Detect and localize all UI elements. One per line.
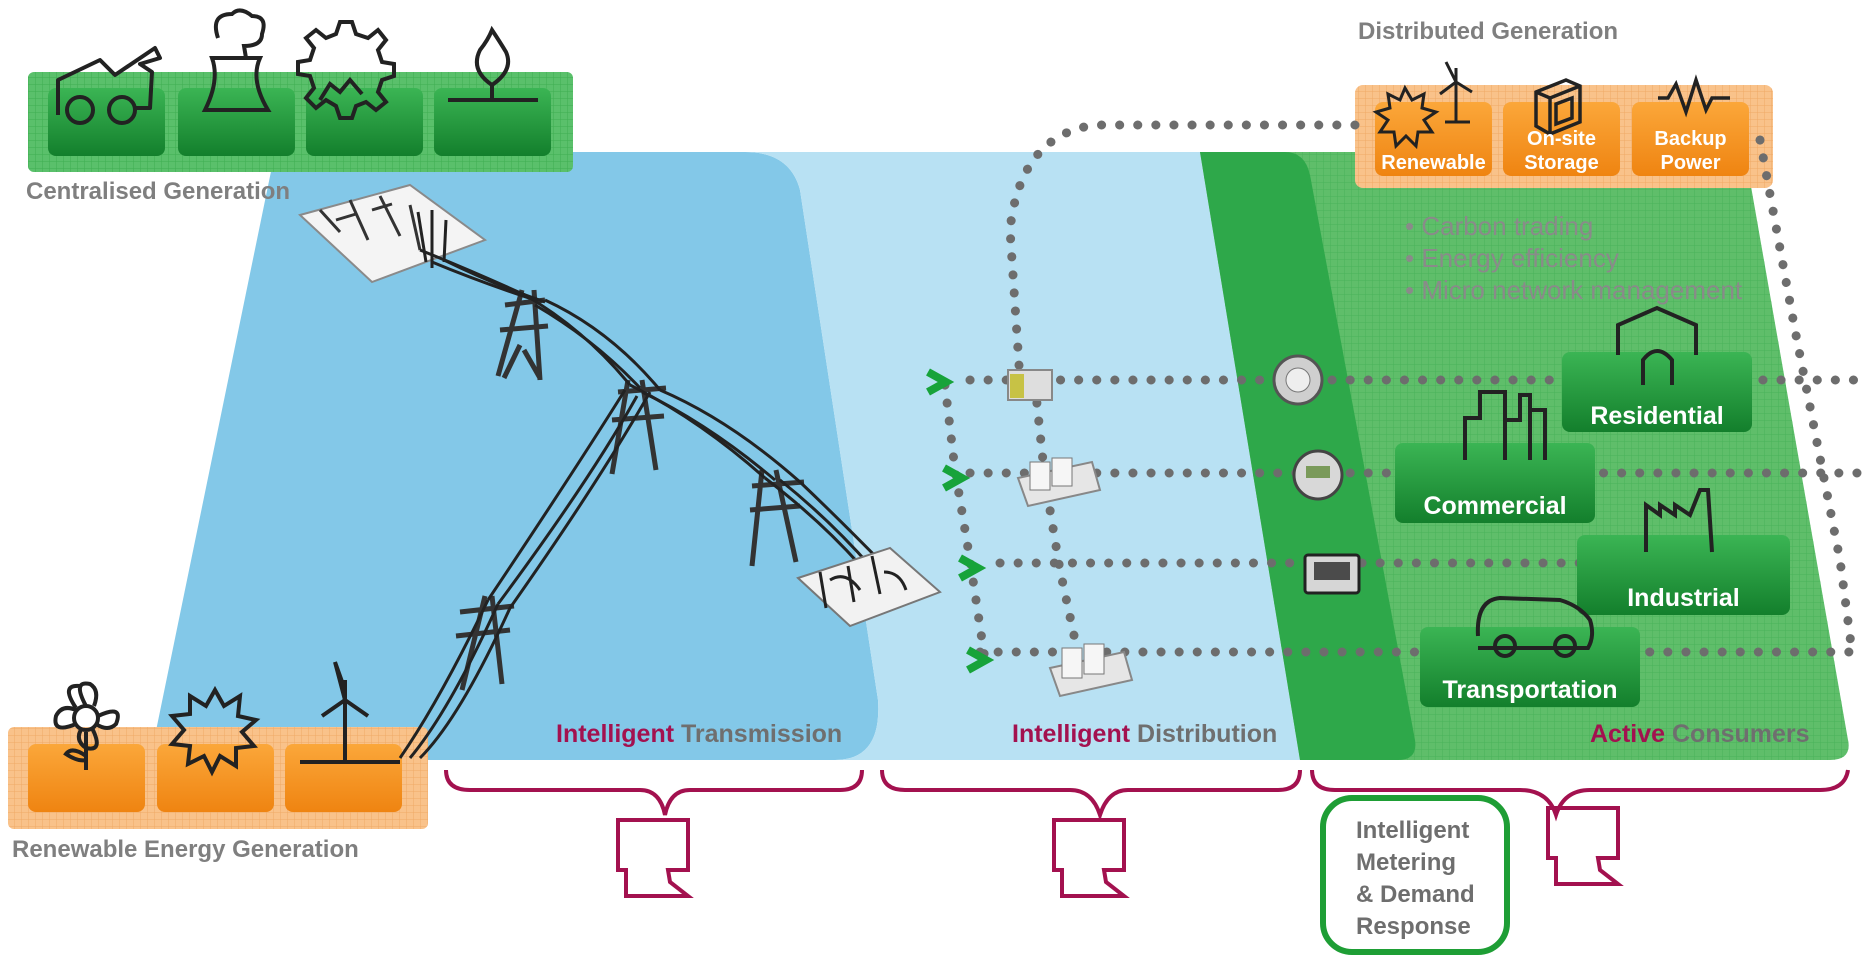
zone-consumers-accent: Active: [1590, 720, 1666, 748]
bullet-energy-efficiency: • Energy efficiency: [1405, 243, 1619, 273]
distributed-storage-line1: On-site: [1527, 128, 1596, 150]
nuclear-plant-icon: [201, 8, 272, 112]
biomass-button[interactable]: [28, 744, 145, 812]
distributed-renewable-label: Renewable: [1381, 152, 1486, 174]
zone-distribution-rest: Distribution: [1130, 720, 1278, 748]
gas-plant-button[interactable]: [434, 88, 551, 156]
computer-icon: [616, 818, 694, 898]
benefit-bullets: • Carbon trading • Energy efficiency • M…: [1405, 210, 1742, 306]
transmission-zone: [150, 152, 879, 760]
zone-consumers-label: Active Consumers: [1590, 720, 1810, 749]
industrial-label: Industrial: [1627, 584, 1740, 612]
sun-wind-icon: [1372, 61, 1473, 150]
callout-line-1: Intelligent: [1356, 817, 1470, 844]
callout-line-4: Response: [1356, 913, 1471, 940]
zone-transmission-rest: Transmission: [674, 720, 843, 748]
backup-dist-button[interactable]: [1632, 102, 1749, 176]
distributed-backup-line1: Backup: [1654, 128, 1727, 150]
distributed-backup-line2: Power: [1660, 152, 1721, 174]
residential-label: Residential: [1590, 402, 1724, 430]
smart-meter-2-icon: [1292, 449, 1344, 501]
pylon-3: [749, 469, 805, 567]
chevron-right-icon: [966, 646, 995, 674]
chevron-icons: [926, 368, 995, 674]
chevron-right-icon: [926, 368, 955, 396]
residential-button[interactable]: [1562, 352, 1752, 432]
computer-icon: [1546, 806, 1624, 886]
zone-distribution-label: Intelligent Distribution: [1012, 720, 1277, 749]
meter-box-icon: [1303, 553, 1361, 595]
pylon-1: [495, 289, 549, 381]
storage-box-icon: [1534, 78, 1582, 136]
sun-icon: [168, 685, 261, 777]
transmission-lines: [398, 248, 886, 760]
zone-consumers-rest: Consumers: [1665, 720, 1810, 748]
ring-main-unit-1-icon: [1016, 457, 1102, 508]
commercial-button[interactable]: [1395, 443, 1595, 523]
zone-distribution-accent: Intelligent: [1012, 720, 1131, 748]
substation-top-icon: [298, 183, 488, 284]
chevron-right-icon: [942, 464, 971, 492]
solar-button[interactable]: [157, 744, 274, 812]
metering-callout: Intelligent Metering & Demand Response: [1320, 795, 1510, 955]
backup-pulse-icon: [1658, 74, 1730, 118]
gas-flame-icon: [448, 25, 538, 102]
commercial-label: Commercial: [1423, 492, 1567, 520]
flower-biomass-icon: [53, 681, 120, 770]
transportation-label: Transportation: [1442, 676, 1618, 704]
callout-line-3: & Demand: [1356, 881, 1475, 908]
car-icon: [1475, 595, 1595, 658]
wind-turbine-icon: [300, 661, 400, 764]
renewable-energy-generation-label: Renewable Energy Generation: [12, 836, 359, 863]
coal-plant-button[interactable]: [48, 88, 165, 156]
industrial-button[interactable]: [1577, 535, 1790, 615]
pylon-4: [455, 595, 515, 691]
zone-transmission-accent: Intelligent: [556, 720, 675, 748]
distributed-storage-line2: Storage: [1524, 152, 1599, 174]
ring-main-unit-2-icon: [1048, 643, 1134, 698]
switchgear-small-icon: [1007, 369, 1053, 401]
callout-line-2: Metering: [1356, 849, 1457, 876]
factory-icon: [1644, 488, 1714, 553]
substation-main-icon: [796, 546, 942, 628]
smart-meter-1-icon: [1272, 354, 1324, 406]
storage-dist-button[interactable]: [1503, 102, 1620, 176]
office-buildings-icon: [1463, 390, 1547, 460]
gear-plant-button[interactable]: [306, 88, 423, 156]
computer-icon: [1052, 818, 1130, 898]
nuclear-plant-button[interactable]: [178, 88, 295, 156]
comm-dotted-lines: [940, 120, 1867, 665]
centralised-generation-label: Centralised Generation: [26, 178, 291, 205]
zone-transmission-label: Intelligent Transmission: [556, 720, 842, 749]
house-icon: [1616, 305, 1698, 385]
distributed-generation-label: Distributed Generation: [1358, 18, 1619, 45]
bullet-micro-network: • Micro network management: [1405, 275, 1743, 305]
braces: [444, 769, 1850, 822]
coal-plant-icon: [56, 46, 162, 125]
chevron-right-icon: [958, 554, 987, 582]
bullet-carbon-trading: • Carbon trading: [1405, 211, 1594, 241]
gear-plant-icon: [296, 20, 396, 120]
